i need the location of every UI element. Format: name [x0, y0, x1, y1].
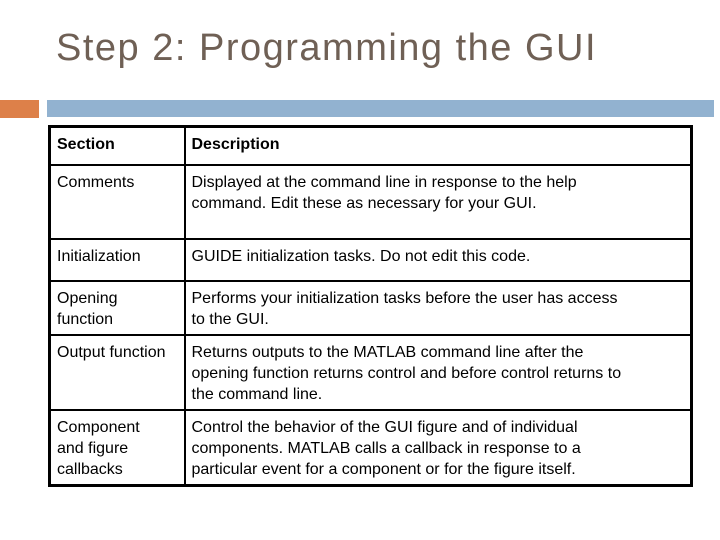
table-header-row: Section Description — [48, 125, 693, 166]
description-cell: Control the behavior of the GUI figure a… — [183, 408, 693, 486]
description-cell: GUIDE initialization tasks. Do not edit … — [183, 237, 693, 282]
description-cell: Returns outputs to the MATLAB command li… — [183, 333, 693, 411]
table-row: Component and figure callbacks Control t… — [48, 408, 693, 486]
description-text: GUIDE initialization tasks. Do not edit … — [191, 247, 531, 265]
section-cell: Opening function — [48, 279, 186, 336]
section-label: Comments — [57, 173, 135, 191]
description-text: Displayed at the command line in respons… — [191, 173, 577, 212]
slide-title: Step 2: Programming the GUI — [56, 27, 598, 69]
section-cell: Component and figure callbacks — [48, 408, 186, 486]
column-header-description: Description — [183, 125, 693, 166]
section-label: Component and figure callbacks — [57, 418, 140, 478]
accent-bar-blue — [47, 100, 714, 117]
column-header-section: Section — [48, 125, 186, 166]
column-header-section-label: Section — [57, 136, 115, 153]
section-cell: Output function — [48, 333, 186, 411]
section-label: Initialization — [57, 247, 141, 265]
table-row: Opening function Performs your initializ… — [48, 279, 693, 336]
table-row: Comments Displayed at the command line i… — [48, 163, 693, 240]
section-label: Output function — [57, 343, 166, 361]
section-cell: Initialization — [48, 237, 186, 282]
description-cell: Displayed at the command line in respons… — [183, 163, 693, 240]
description-text: Performs your initialization tasks befor… — [191, 289, 618, 328]
accent-bar-orange — [0, 100, 39, 118]
description-text: Returns outputs to the MATLAB command li… — [191, 343, 622, 403]
section-cell: Comments — [48, 163, 186, 240]
column-header-description-label: Description — [191, 136, 280, 153]
section-label: Opening function — [57, 289, 118, 328]
description-cell: Performs your initialization tasks befor… — [183, 279, 693, 336]
table-row: Initialization GUIDE initialization task… — [48, 237, 693, 282]
table-row: Output function Returns outputs to the M… — [48, 333, 693, 411]
sections-table: Section Description Comments Displayed a… — [48, 125, 693, 487]
description-text: Control the behavior of the GUI figure a… — [191, 418, 581, 478]
